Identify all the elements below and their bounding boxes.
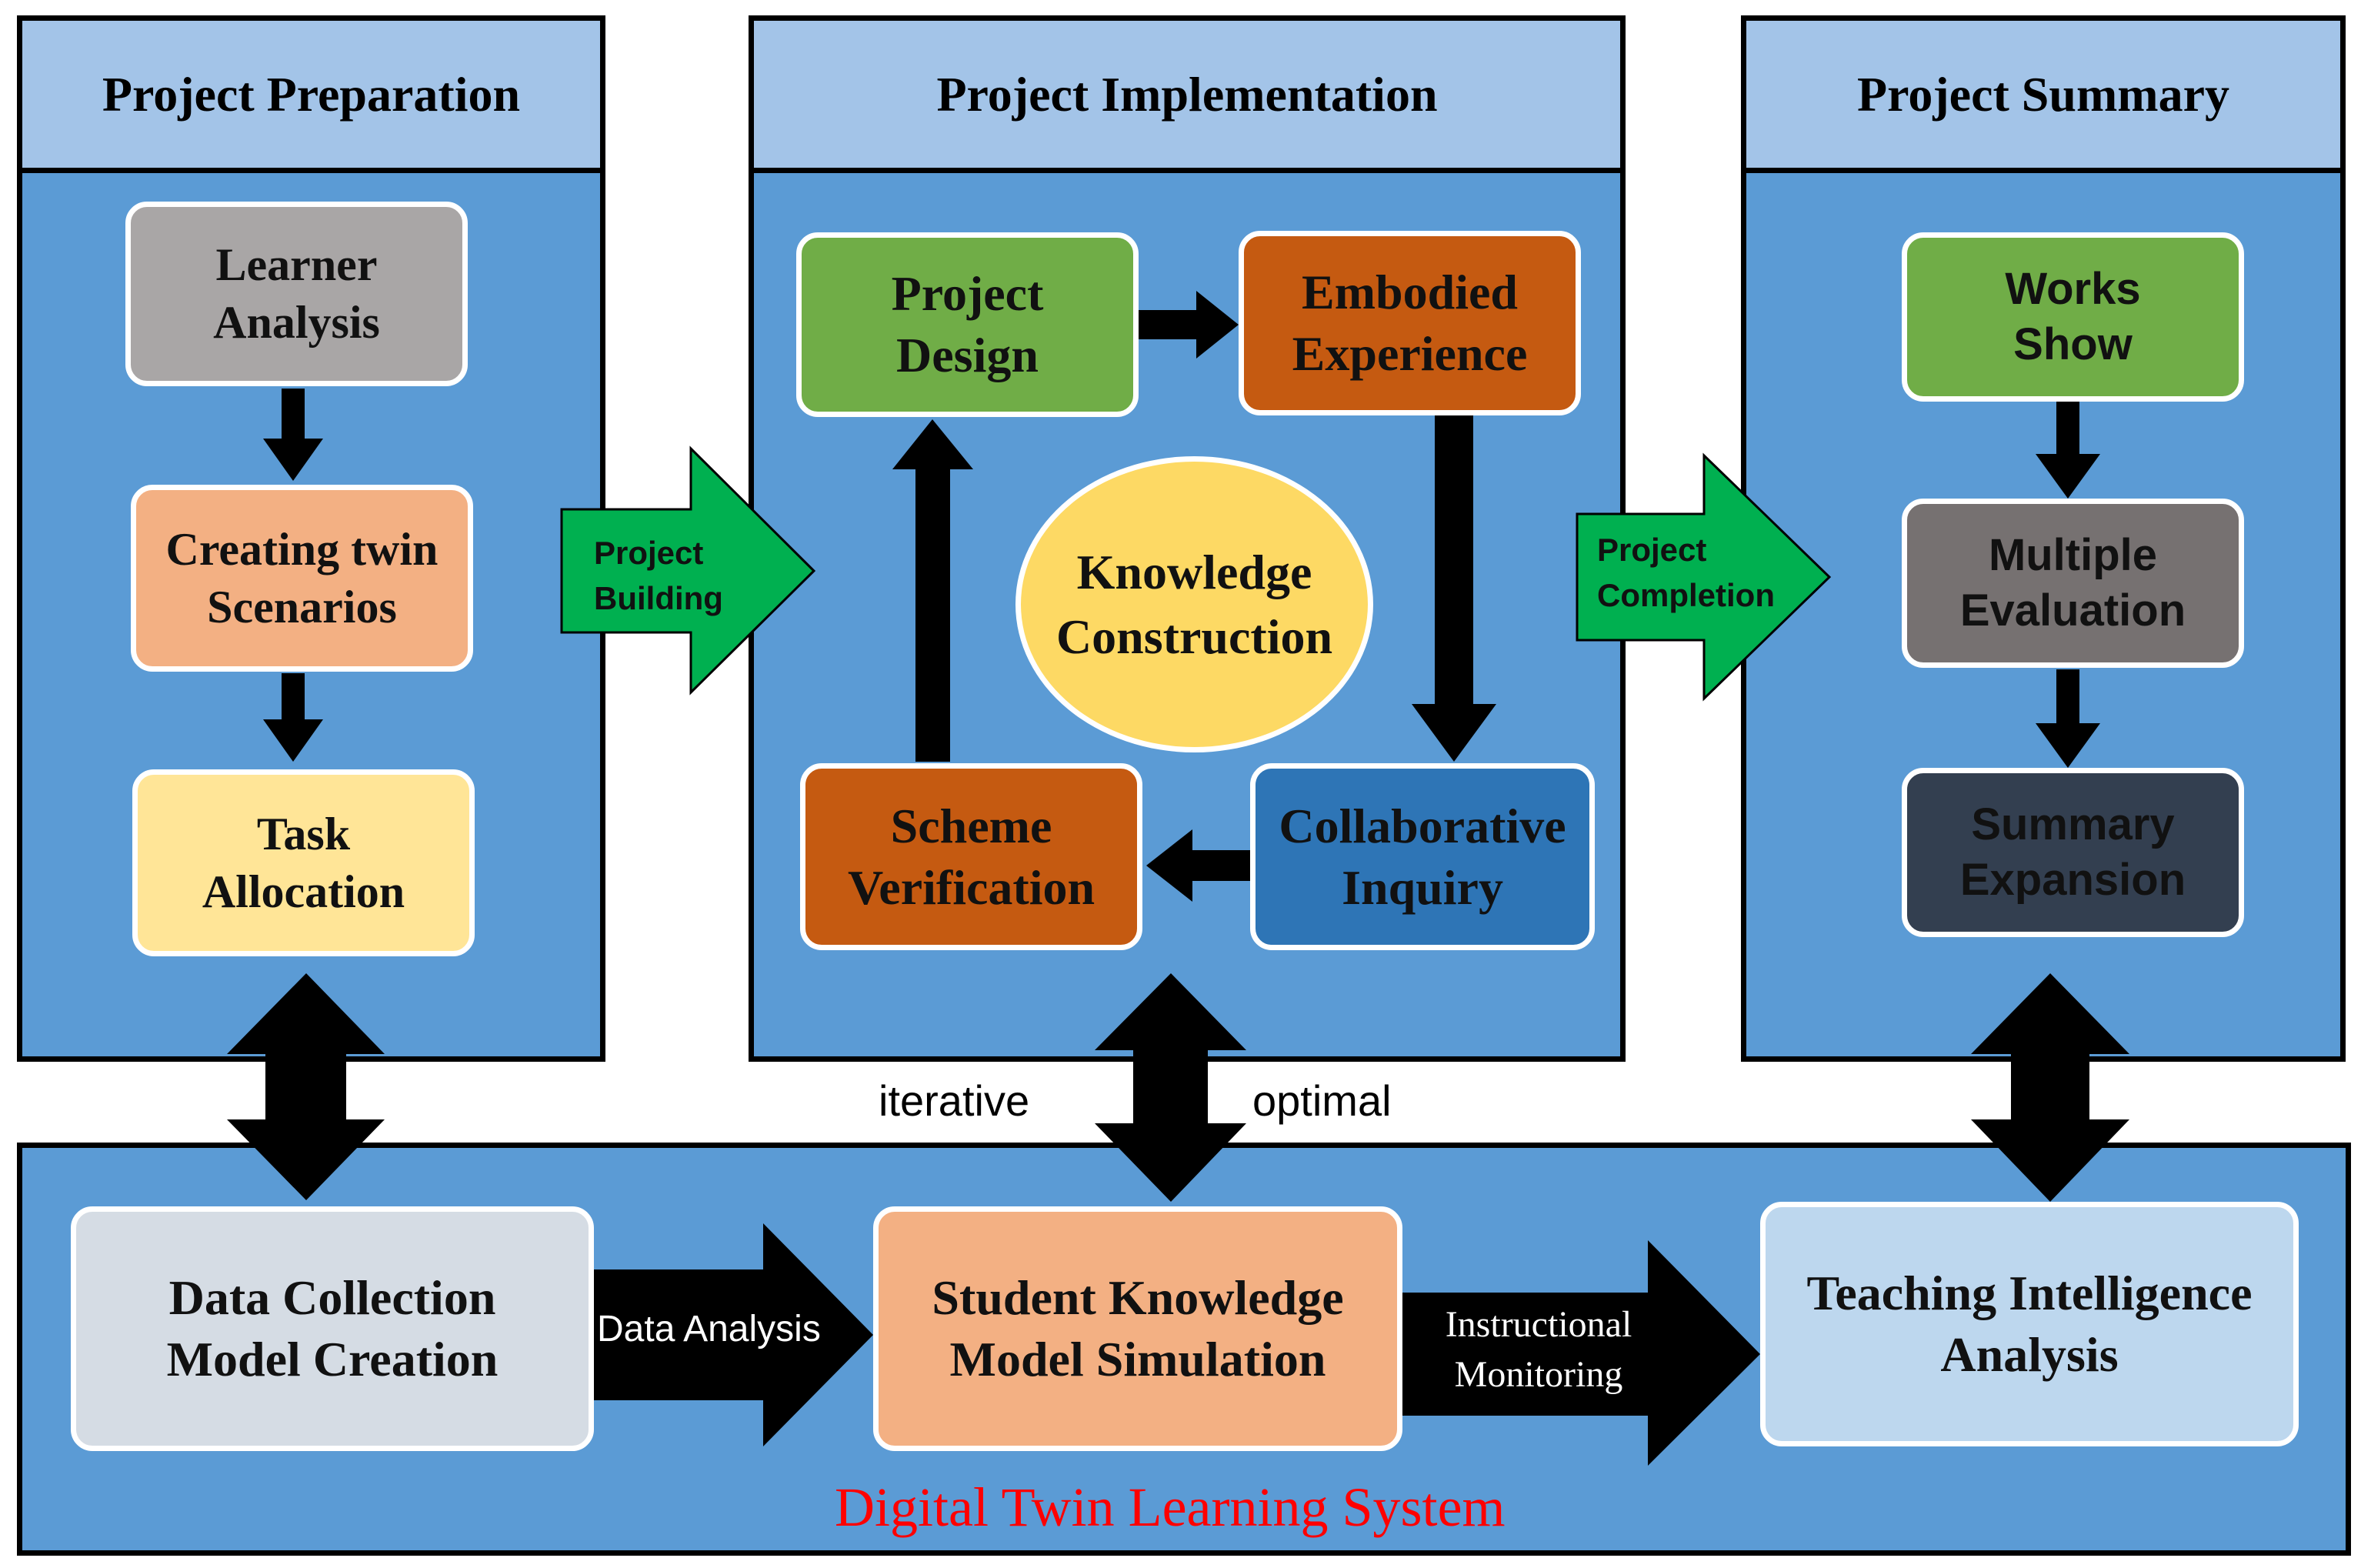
arrow-works-to-multiple xyxy=(2036,402,2100,499)
project-design-node: Project Design xyxy=(796,232,1139,417)
arrow-design-to-embodied xyxy=(1139,291,1239,359)
arrow-learner-to-creating xyxy=(263,389,323,481)
project-completion-arrow xyxy=(1576,452,1832,702)
arrow-scheme-to-design xyxy=(892,419,973,762)
arrow-creating-to-task xyxy=(263,673,323,762)
double-arrow-preparation xyxy=(227,973,385,1200)
arrow-multiple-to-expansion xyxy=(2036,669,2100,768)
implementation-header: Project Implementation xyxy=(749,15,1626,173)
project-completion-label: Project Completion xyxy=(1597,532,1775,613)
scheme-verification-node: Scheme Verification xyxy=(800,763,1142,950)
double-arrow-summary xyxy=(1971,973,2129,1202)
creating-twin-scenarios-node: Creating twin Scenarios xyxy=(131,485,473,672)
collaborative-inquiry-node: Collaborative Inquiry xyxy=(1250,763,1595,950)
embodied-experience-node: Embodied Experience xyxy=(1239,231,1581,415)
data-analysis-arrow xyxy=(594,1223,873,1446)
knowledge-construction-ellipse: Knowledge Construction xyxy=(1015,456,1373,752)
summary-expansion-node: Summary Expansion xyxy=(1902,768,2244,937)
instructional-monitoring-arrow xyxy=(1402,1240,1760,1466)
learner-analysis-node: Learner Analysis xyxy=(125,202,468,386)
project-building-label: Project Building xyxy=(594,535,723,616)
task-allocation-node: Task Allocation xyxy=(132,769,475,956)
arrow-collaborative-to-scheme xyxy=(1146,829,1250,902)
multiple-evaluation-node: Multiple Evaluation xyxy=(1902,499,2244,668)
double-arrow-implementation xyxy=(1095,973,1246,1202)
project-building-arrow xyxy=(560,445,816,696)
preparation-header: Project Preparation xyxy=(17,15,605,173)
optimal-label: optimal xyxy=(1252,1076,1392,1125)
teaching-intelligence-node: Teaching Intelligence Analysis xyxy=(1760,1202,2299,1446)
works-show-node: Works Show xyxy=(1902,232,2244,402)
data-analysis-label: Data Analysis xyxy=(597,1309,821,1349)
data-collection-node: Data Collection Model Creation xyxy=(71,1206,594,1451)
iterative-label: iterative xyxy=(879,1076,1030,1125)
summary-header: Project Summary xyxy=(1741,15,2346,173)
system-title: Digital Twin Learning System xyxy=(835,1476,1506,1538)
arrow-embodied-to-collaborative xyxy=(1412,415,1496,762)
instructional-monitoring-label: Instructional Monitoring xyxy=(1445,1304,1632,1395)
student-knowledge-node: Student Knowledge Model Simulation xyxy=(873,1206,1402,1451)
